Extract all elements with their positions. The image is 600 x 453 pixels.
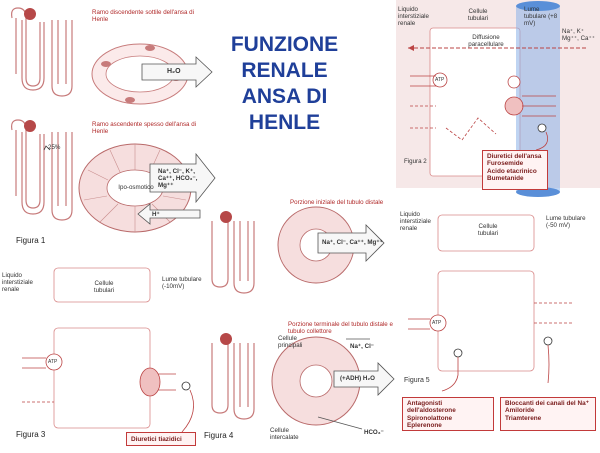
figure-5: Liquido interstiziale renale Cellule tub… bbox=[398, 205, 600, 453]
nkcc2-transporter bbox=[504, 96, 524, 116]
loop-diuretic-2: Acido etacrinico bbox=[487, 167, 537, 175]
nephron-loop-upper bbox=[11, 7, 73, 97]
ions-arrow bbox=[149, 152, 216, 204]
glomerulus-upper bbox=[24, 8, 36, 20]
ions-label: Na⁺, Cl⁻, K⁺, Ca⁺⁺, HCO₃⁻, Mg⁺⁺ bbox=[158, 168, 198, 189]
distal-terminal-label: Porzione terminale del tubulo distale e … bbox=[288, 321, 393, 335]
water-arrow bbox=[141, 56, 213, 88]
figure-3-drawing bbox=[22, 267, 194, 433]
hco3-label: HCO₃⁻ bbox=[364, 429, 384, 436]
ncc-transporter bbox=[139, 367, 161, 397]
fig2-diffusion-label: Diffusione paracellulare bbox=[468, 34, 504, 48]
hplus-arrow bbox=[137, 203, 201, 225]
figure-4-caption: Figura 4 bbox=[204, 431, 234, 440]
sodium-channel-blockers-box: Bloccanti dei canali del Na⁺ Amiloride T… bbox=[500, 397, 596, 431]
atp-pump bbox=[432, 72, 448, 88]
aldosterone-drug-2: Eplerenone bbox=[407, 422, 442, 430]
intercalated-cells-label: Cellule intercalate bbox=[270, 427, 299, 441]
fig3-atp-label: ATP bbox=[48, 359, 58, 365]
fig2-atp-label: ATP bbox=[435, 77, 445, 83]
fig3-tubular-cells-label: Cellule tubulari bbox=[93, 280, 115, 294]
thick-limb-label: Ramo ascendente spesso dell'ansa di Henl… bbox=[92, 121, 197, 135]
aldosterone-drug-1: Spironolattone bbox=[407, 414, 453, 422]
title-line-4: HENLE bbox=[248, 111, 321, 134]
fig5-interstitial-label: Liquido interstiziale renale bbox=[400, 211, 431, 232]
figure-5-drawing bbox=[408, 214, 574, 392]
hplus-label: H⁺ bbox=[152, 211, 160, 218]
figure-4: Porzione iniziale del tubulo distale Na⁺… bbox=[200, 195, 400, 450]
adh-water-label: (+ADH) H₂O bbox=[340, 375, 375, 382]
aldosterone-antagonists-box: Antagonisti dell'aldosterone Spironolatt… bbox=[402, 397, 494, 431]
distal-initial-label: Porzione iniziale del tubulo distale bbox=[290, 199, 384, 206]
figure-1: Ramo discendente sottile dell'ansa di He… bbox=[0, 0, 225, 250]
fig3-interstitial-label: Liquido interstiziale renale bbox=[2, 272, 33, 293]
distal-initial-ions: Na⁺, Cl⁻, Ca⁺⁺, Mg⁺⁺ bbox=[322, 239, 383, 246]
figure-3: Liquido interstiziale renale Cellule tub… bbox=[0, 262, 205, 452]
title-line-1: FUNZIONE bbox=[230, 33, 339, 56]
loop-diuretic-1: Furosemide bbox=[487, 160, 524, 168]
figure-2-caption: Figura 2 bbox=[404, 158, 427, 165]
title-line-3: ANSA DI bbox=[241, 85, 328, 108]
loop-diuretic-3: Bumetanide bbox=[487, 175, 524, 183]
loop-diuretics-box: Diuretici dell'ansa Furosemide Acido eta… bbox=[482, 150, 548, 190]
channel-blockers-title: Bloccanti dei canali del Na⁺ bbox=[505, 400, 589, 407]
channel-blocker-1: Amiloride bbox=[505, 407, 535, 415]
loop-diuretics-title: Diuretici dell'ansa bbox=[487, 153, 542, 160]
fig2-tubular-cells-label: Cellule tubulari bbox=[467, 8, 489, 22]
fig5-tubular-cells-label: Cellule tubulari bbox=[477, 223, 499, 237]
water-label: H₂O bbox=[167, 68, 181, 75]
thin-limb-section bbox=[91, 43, 189, 105]
collecting-duct-section bbox=[271, 336, 361, 426]
fig2-interstitial-label: Liquido interstiziale renale bbox=[398, 6, 429, 27]
fig5-atp-label: ATP bbox=[432, 320, 442, 326]
nephron-loop-lower bbox=[11, 119, 73, 221]
fig5-lumen-label: Lume tubulare (-50 mV) bbox=[546, 215, 586, 229]
title-line-2: RENALE bbox=[241, 59, 328, 82]
figure-3-caption: Figura 3 bbox=[16, 430, 46, 439]
page-title: FUNZIONE RENALE ANSA DI HENLE bbox=[222, 32, 347, 136]
aldosterone-title: Antagonisti dell'aldosterone bbox=[407, 400, 456, 415]
fig3-lumen-label: Lume tubulare (-10mV) bbox=[162, 276, 202, 290]
channel-blocker-2: Triamterene bbox=[505, 414, 542, 422]
thiazide-box: Diuretici tiazidici bbox=[126, 432, 196, 446]
figure-5-caption: Figura 5 bbox=[404, 377, 430, 384]
fig3-atp-pump bbox=[45, 353, 63, 371]
percent-label: 25% bbox=[48, 144, 61, 151]
principal-cells-label: Cellule principali bbox=[278, 335, 303, 349]
figure-1-drawing bbox=[11, 7, 216, 233]
figure-1-caption: Figura 1 bbox=[16, 236, 46, 245]
hypo-osmotic-label: Ipo-osmotico bbox=[118, 184, 154, 191]
thiazide-label: Diuretici tiazidici bbox=[131, 436, 182, 443]
figure-4-drawing bbox=[211, 206, 395, 430]
thin-limb-label: Ramo discendente sottile dell'ansa di He… bbox=[92, 9, 194, 23]
glomerulus-lower bbox=[24, 120, 36, 132]
terminal-ions: Na⁺, Cl⁻ bbox=[350, 343, 375, 350]
fig2-lumen-ions: Na⁺, K⁺ Mg⁺⁺, Ca⁺⁺ bbox=[562, 28, 596, 42]
fig2-lumen-label: Lume tubulare (+8 mV) bbox=[524, 6, 558, 27]
figure-2: Liquido interstiziale renale Cellule tub… bbox=[396, 0, 600, 200]
